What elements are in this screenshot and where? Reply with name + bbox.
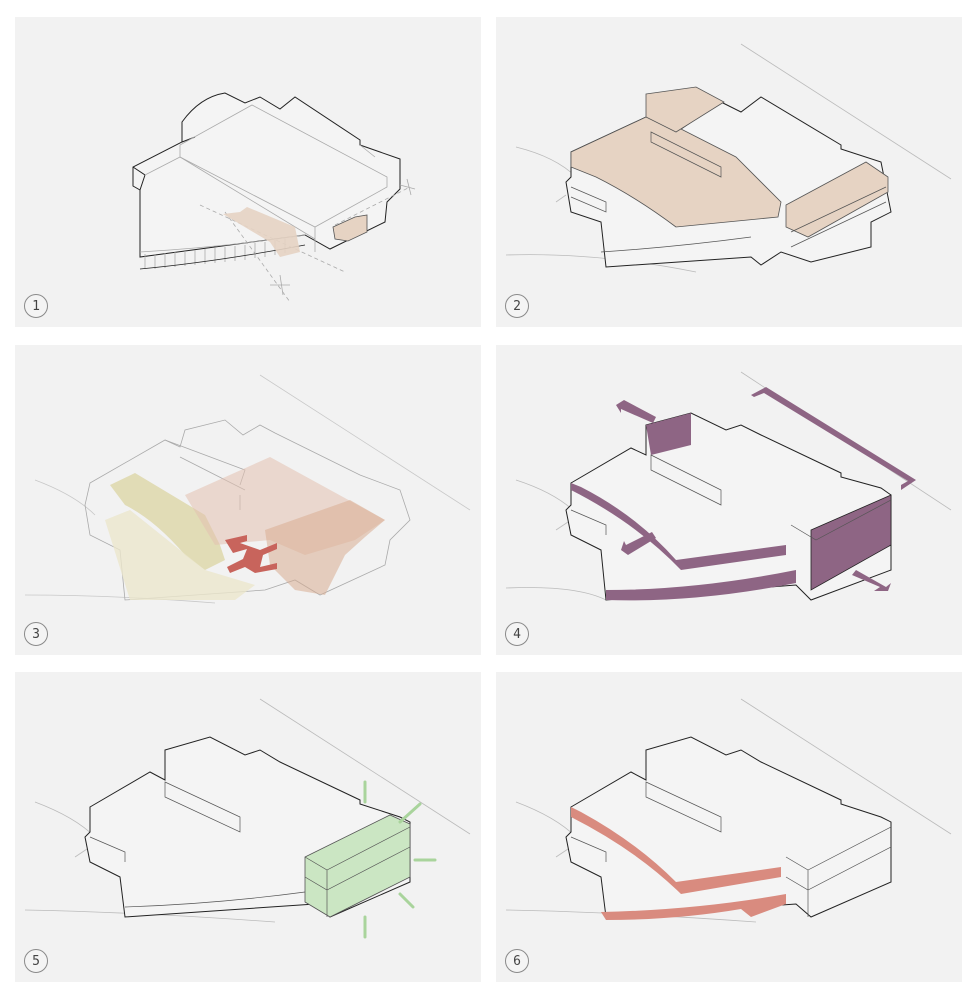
salmon-curved-band-lower	[601, 894, 786, 920]
step-number-badge: 2	[505, 294, 529, 318]
light-rays	[363, 780, 437, 939]
zone-olive-lower	[105, 510, 255, 600]
purple-facade-top	[646, 413, 691, 455]
building-massing-drawing	[505, 698, 952, 923]
highlight-path-area	[223, 207, 300, 257]
diagram-panel-3: 3	[15, 345, 481, 655]
building-massing-drawing	[132, 92, 416, 303]
step-number-badge: 4	[505, 622, 529, 646]
building-massing-drawing	[24, 698, 471, 939]
purple-facade-right	[810, 494, 892, 591]
step-number-badge: 6	[505, 949, 529, 973]
highlight-box	[332, 214, 368, 242]
building-massing-drawing	[505, 371, 952, 601]
diagram-panel-5: 5	[15, 672, 481, 982]
zone-rose-dark	[265, 500, 385, 595]
step-number-badge: 3	[24, 622, 48, 646]
building-massing-drawing	[24, 374, 471, 604]
diagram-panel-2: 2	[496, 17, 962, 327]
orientation-arrows	[616, 387, 916, 591]
zone-olive-upper	[110, 473, 225, 570]
diagram-panel-4: 4	[496, 345, 962, 655]
purple-curved-band-lower	[606, 570, 796, 601]
building-massing-drawing	[505, 43, 952, 273]
diagram-panel-6: 6	[496, 672, 962, 982]
step-number-badge: 5	[24, 949, 48, 973]
diagram-panel-1: 1	[15, 17, 481, 327]
bridge-connection	[225, 535, 277, 573]
step-number-badge: 1	[24, 294, 48, 318]
